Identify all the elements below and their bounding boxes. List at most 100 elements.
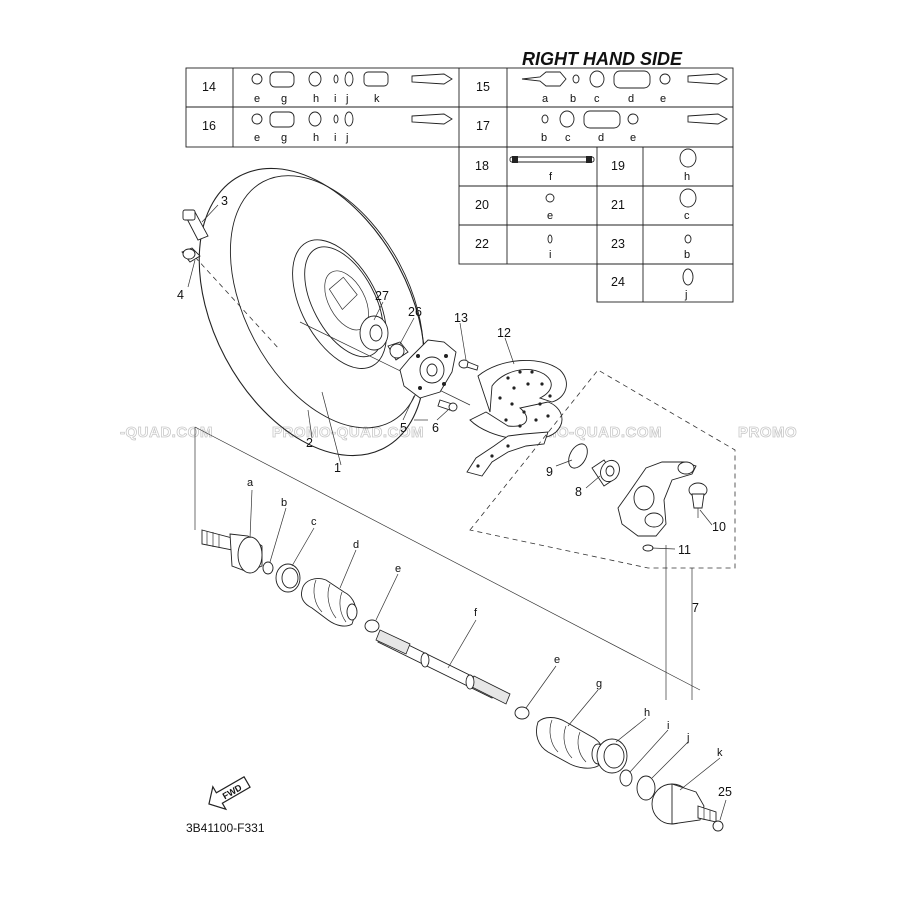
kit-14-letter-i: i [334,93,336,105]
tire-drawing [198,167,426,457]
wheel-assembly [181,167,471,457]
clip-e-1 [364,619,380,633]
kit-18-shaft-icon [509,156,595,163]
kit-17-letter-e: e [630,132,636,144]
kit-21-clamp-icon [679,188,697,208]
letter-a: a [247,477,254,489]
callout-13: 13 [454,311,468,325]
boot-clamp-c [275,563,301,593]
callout-1: 1 [334,461,341,475]
kit-ref-18: 18 [475,159,489,173]
kit-23-ring-icon [684,234,692,244]
boot-clamp-h [596,738,628,774]
callout-9: 9 [546,465,553,479]
kit-14-letter-h: h [313,93,319,105]
fwd-arrow-icon: FWD [208,775,251,811]
boot-g [536,717,605,769]
kit-17-letter-b: b [541,132,547,144]
ring-b [262,561,274,575]
kit-ref-19: 19 [611,159,625,173]
kit-19-letter-h: h [684,171,690,183]
callout-6: 6 [432,421,439,435]
kit-18-letter-f: f [549,171,553,183]
callout-26: 26 [408,305,422,319]
callout-numbers: 3 4 27 26 13 12 1 2 5 6 9 8 10 11 7 25 [177,194,732,799]
kit-24-circlip-icon [682,268,694,286]
kit-21-letter-c: c [684,210,690,222]
kit-16-letter-g: g [281,132,287,144]
kit-22-ring-icon [547,234,553,244]
kit-16-letter-h: h [313,132,319,144]
ring-25 [712,820,724,832]
callout-10: 10 [712,520,726,534]
callout-3: 3 [221,194,228,208]
disc-bolt [458,359,479,371]
kit-17-letter-c: c [565,132,571,144]
kit-14-letter-k: k [374,93,380,105]
kit-17-letter-d: d [598,132,604,144]
letter-f: f [474,607,478,619]
letter-g: g [596,678,602,690]
kit-table-mid-frame [458,146,734,265]
callout-12: 12 [497,326,511,340]
kit-16-icons [251,111,453,128]
diagram-code: 3B41100-F331 [186,821,265,835]
letter-d: d [353,539,359,551]
cv-joint-outer [651,783,717,825]
kit-15-letter-e: e [660,93,666,105]
kit-14-letter-g: g [281,93,287,105]
clip-e-2 [514,706,530,720]
leader-lines [187,204,727,821]
knuckle-group-frame [469,369,736,569]
callout-5: 5 [400,421,407,435]
ring-i [619,769,633,787]
kit-ref-17: 17 [476,119,490,133]
kit-15-letter-c: c [594,93,600,105]
ball-joint [688,482,708,518]
kit-table-top-frame [185,67,734,148]
callout-4: 4 [177,288,184,302]
kit-ref-22: 22 [475,237,489,251]
circlip [568,443,588,469]
kit-16-letter-i: i [334,132,336,144]
letter-e-2: e [554,654,560,666]
kit-ref-21: 21 [611,198,625,212]
letter-h: h [644,707,650,719]
kit-ref-20: 20 [475,198,489,212]
kit-14-letter-j: j [345,93,348,105]
valve-cap [181,247,201,263]
part-letter-labels: a b c d e f e g h i j k [247,477,723,759]
cotter-pin [642,544,654,552]
kit-ref-14: 14 [202,80,216,94]
boot-d [301,578,358,627]
letter-b: b [281,497,287,509]
kit-17-icons [541,110,728,129]
letter-k: k [717,747,723,759]
steering-knuckle [617,461,697,537]
kit-table: 14 e g h i j k 15 a b c d e [185,67,734,303]
callout-8: 8 [575,485,582,499]
hub-bolt [437,399,458,412]
kit-22-letter-i: i [549,249,551,261]
kit-ref-15: 15 [476,80,490,94]
valve-stem [182,209,209,241]
letter-e-1: e [395,563,401,575]
kit-table-last-cell [596,263,734,303]
watermark-text-4: PROMO [738,424,797,441]
kit-20-clip-icon [545,193,555,203]
kit-16-letter-j: j [345,132,348,144]
kit-16-letter-e: e [254,132,260,144]
letter-i: i [667,720,669,732]
kit-15-letter-b: b [570,93,576,105]
callout-11: 11 [678,543,691,557]
cv-joint-inner [201,529,263,574]
kit-20-letter-e: e [547,210,553,222]
kit-ref-23: 23 [611,237,625,251]
spacer [387,341,409,361]
callout-25: 25 [718,785,732,799]
kit-15-icons [521,70,728,89]
watermark-text-1: -QUAD.COM [120,424,213,441]
letter-c: c [311,516,317,528]
brake-disc [466,359,567,477]
